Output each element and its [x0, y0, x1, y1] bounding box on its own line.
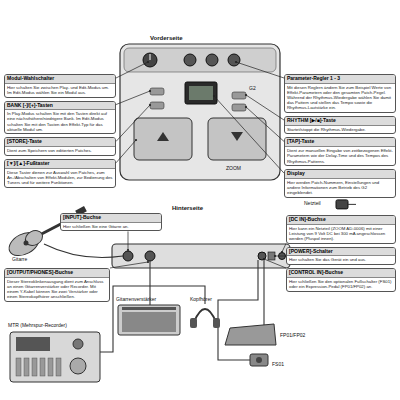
leader-line: [246, 107, 284, 141]
leader-dot: [235, 61, 237, 63]
callout-heading: [OUTPUT/PHONES]-Buchse: [5, 269, 109, 278]
callout-heading: [POWER]-Schalter: [287, 248, 395, 257]
callout-box: [INPUT]-BuchseHier schließen Sie eine Gi…: [60, 213, 162, 231]
leader-line: [116, 105, 150, 141]
leader-line: [116, 91, 150, 105]
leader-dot: [274, 255, 276, 257]
callout-text: Hier kann ein Netzteil (ZOOM AD-0006) mi…: [287, 225, 395, 243]
callout-heading: [INPUT]-Buchse: [61, 214, 161, 223]
callout-text: Hier schließen Sie den optionalen Fußsch…: [287, 278, 395, 291]
callout-box: [STORE]-TasteDient zum Speichern von edi…: [4, 137, 116, 155]
callout-heading: Parameter-Regler 1 - 3: [285, 75, 395, 84]
part-label: FS01: [272, 362, 284, 368]
callout-heading: [DC IN]-Buchse: [287, 216, 395, 225]
leader-line: [275, 256, 286, 257]
callout-box: Modul-WahlschalterHier schalten Sie zwis…: [4, 74, 116, 98]
expression-pedal: [225, 324, 276, 345]
leader-dot: [245, 94, 247, 96]
power-adapter: [336, 200, 356, 209]
callout-box: RHYTHM [▶/■]-TasteStartet/stoppt die Rhy…: [284, 116, 396, 134]
callout-heading: BANK [-]/[+]-Tasten: [5, 102, 115, 111]
leader-line: [116, 140, 136, 163]
callout-heading: [CONTROL IN]-Buchse: [287, 269, 395, 278]
part-label: Kopfhörer: [190, 297, 212, 303]
headphones-drawing: [190, 309, 220, 328]
recorder-drawing: [10, 332, 100, 382]
callout-heading: Display: [285, 170, 395, 179]
callout-text: Mit diesen Reglern ändern Sie zum Beispi…: [285, 84, 395, 112]
callout-text: In Play-Modus schalten Sie mit den Taste…: [5, 110, 115, 133]
callout-text: Diese Taster dienen zur Auswahl von Patc…: [5, 169, 115, 187]
callout-text: Dient zur manuellen Eingabe von zeitbezo…: [285, 147, 395, 165]
callout-box: [OUTPUT/PHONES]-BuchseDieser Stereoklink…: [4, 268, 110, 302]
callout-heading: [STORE]-Taste: [5, 138, 115, 147]
leader-dot: [127, 249, 129, 251]
part-label: Gitarrenverstärker: [116, 297, 156, 303]
callout-box: [CONTROL IN]-BuchseHier schließen Sie de…: [286, 268, 396, 292]
leader-dot: [135, 139, 137, 141]
callout-text: Dient zum Speichern von editierten Patch…: [5, 147, 115, 155]
part-label: Netzteil: [304, 201, 321, 207]
leader-line: [236, 62, 284, 78]
callout-heading: [TAP]-Taste: [285, 138, 395, 147]
part-label: FP01/FP02: [280, 333, 305, 339]
leader-line: [264, 259, 286, 268]
callout-text: Hier schließen Sie eine Gitarre an.: [61, 223, 161, 231]
footswitch: [250, 354, 268, 366]
callout-text: Hier schalten Sie zwischen Play- und Edi…: [5, 84, 115, 97]
callout-heading: RHYTHM [▶/■]-Taste: [285, 117, 395, 126]
leader-dot: [213, 95, 215, 97]
leader-line: [246, 95, 284, 120]
leader-line: [128, 231, 129, 250]
leader-line: [110, 262, 148, 268]
leader-dot: [245, 106, 247, 108]
callout-text: Dieser Stereoklinkenausgang dient zum An…: [5, 278, 109, 301]
callout-box: BANK [-]/[+]-TastenIn Play-Modus schalte…: [4, 101, 116, 135]
callout-heading: Modul-Wahlschalter: [5, 75, 115, 84]
callout-text: Hier werden Patch-Nummern, Einstellungen…: [285, 179, 395, 197]
callout-text: Hier schalten Sie das Gerät ein und aus.: [287, 256, 395, 264]
leader-dot: [149, 104, 151, 106]
part-label: ZOOM: [226, 166, 241, 172]
callout-box: DisplayHier werden Patch-Nummern, Einste…: [284, 169, 396, 198]
leader-dot: [147, 61, 149, 63]
leader-dot: [147, 261, 149, 263]
part-label: Hinterseite: [172, 205, 203, 212]
callout-box: [▼]/[▲]-FußtasterDiese Taster dienen zur…: [4, 159, 116, 188]
pedal-front: [120, 44, 280, 180]
part-label: Vorderseite: [150, 35, 183, 42]
leader-dot: [149, 90, 151, 92]
callout-box: Parameter-Regler 1 - 3Mit diesen Reglern…: [284, 74, 396, 113]
part-label: Gitarre: [12, 257, 27, 263]
callout-heading: [▼]/[▲]-Fußtaster: [5, 160, 115, 169]
callout-box: [POWER]-SchalterHier schalten Sie das Ge…: [286, 247, 396, 265]
leader-line: [214, 96, 284, 173]
leader-line: [116, 62, 148, 78]
leader-dot: [263, 258, 265, 260]
callout-text: Startet/stoppt die Rhythmus-Wiedergabe.: [285, 126, 395, 134]
amp-drawing: [118, 305, 180, 335]
callout-box: [DC IN]-BuchseHier kann ein Netzteil (ZO…: [286, 215, 396, 244]
part-label: MTR (Mehrspur-Recorder): [8, 323, 67, 329]
callout-box: [TAP]-TasteDient zur manuellen Eingabe v…: [284, 137, 396, 166]
pedal-rear: [112, 244, 290, 268]
part-label: G2: [249, 86, 256, 92]
leader-dot: [281, 251, 283, 253]
